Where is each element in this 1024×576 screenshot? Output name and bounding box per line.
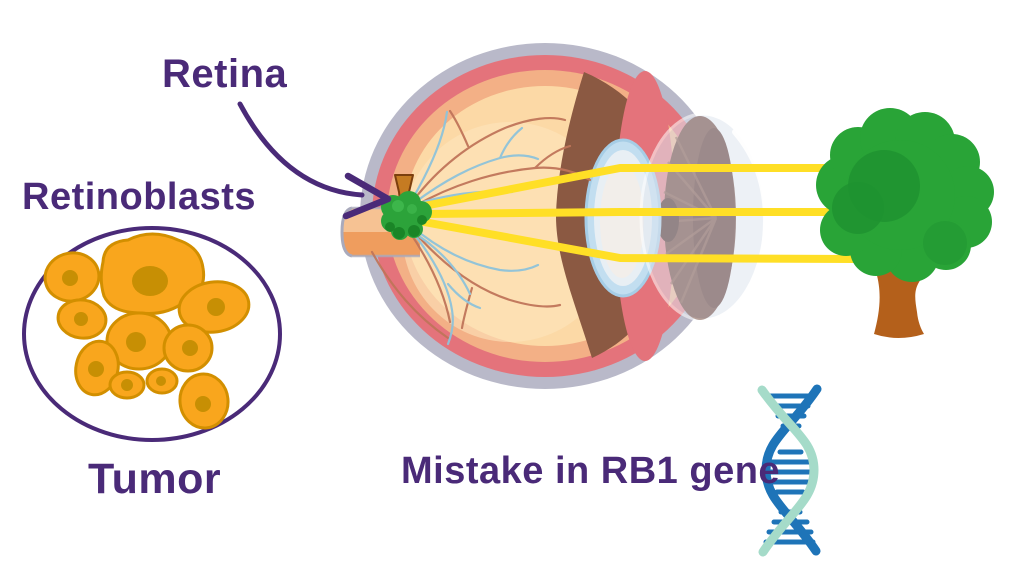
light-rays xyxy=(420,164,858,263)
retina-pointer-arrow xyxy=(237,101,392,220)
dna-helix-icon xyxy=(757,384,822,557)
retinal-vessels xyxy=(370,109,592,346)
label-retinoblasts: Retinoblasts xyxy=(22,176,257,218)
tumor-mass xyxy=(381,191,432,240)
cells-circle-outline xyxy=(22,226,282,442)
light-ray-bottom xyxy=(420,218,858,263)
tree-icon xyxy=(816,108,994,338)
label-tumor: Tumor xyxy=(88,455,222,503)
tumor-cells-cluster xyxy=(22,226,282,442)
cornea xyxy=(639,112,769,322)
light-ray-middle xyxy=(420,208,853,218)
tumor-cell xyxy=(43,232,251,430)
label-retina: Retina xyxy=(162,52,288,96)
tree-canopy xyxy=(816,108,994,282)
light-ray-top xyxy=(420,164,855,210)
dna-strand-blue xyxy=(761,384,822,556)
dna-strand-teal xyxy=(757,385,819,557)
label-gene-caption: Mistake in RB1 gene xyxy=(401,450,781,492)
retinal-tumor xyxy=(381,174,432,240)
